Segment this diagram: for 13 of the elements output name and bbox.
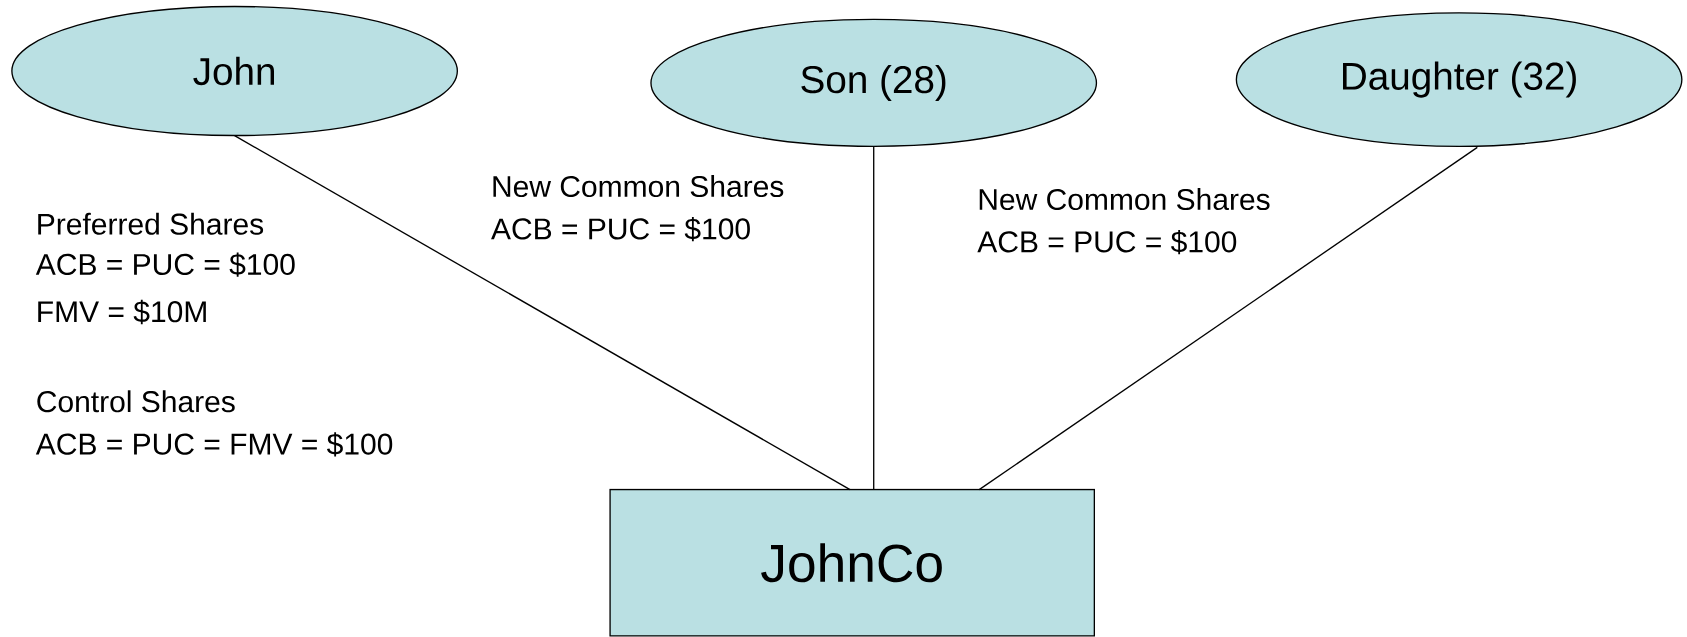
share-note: ACB = PUC = $100 — [491, 217, 750, 242]
share-note: ACB = PUC = $100 — [35, 252, 295, 277]
share-note: ACB = PUC = $100 — [977, 229, 1237, 255]
share-note: ACB = PUC = FMV = $100 — [35, 432, 393, 457]
company-box: JohnCo — [609, 488, 1095, 637]
share-note: Control Shares — [37, 390, 235, 413]
connector-line — [873, 145, 875, 491]
share-note: Preferred Shares — [38, 212, 264, 235]
share-note: New Common Shares — [493, 175, 784, 198]
share-note: New Common Shares — [979, 188, 1270, 211]
share-note: FMV = $10M — [38, 299, 206, 325]
connector-line — [233, 134, 851, 491]
connector-line — [978, 146, 1478, 491]
